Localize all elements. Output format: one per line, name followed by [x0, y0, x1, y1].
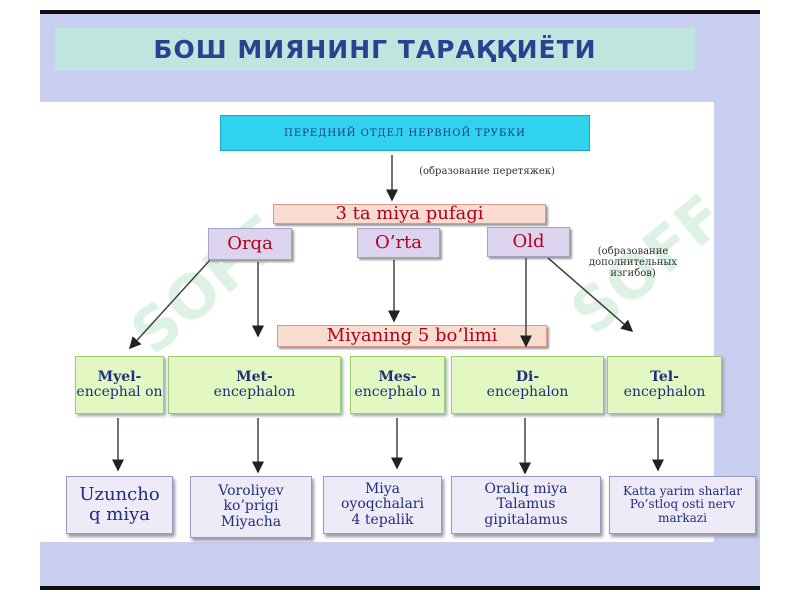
derivative-line: q miya — [89, 504, 150, 525]
part-prefix: Met- — [236, 368, 273, 385]
part-prefix: Di- — [515, 368, 540, 385]
derivative-line: Katta yarim sharlar — [623, 484, 742, 499]
derivative-line: Talamus — [496, 496, 556, 513]
part-prefix: Myel- — [97, 368, 142, 385]
note-flexures: (образование дополнительных изгибов) — [588, 246, 678, 279]
title-band: БОШ МИЯНИНГ ТАРАҚҚИЁТИ — [55, 28, 695, 70]
part-rest: encephal on — [76, 384, 163, 400]
part-mesencephalon: Mes- encephalo n — [350, 356, 445, 414]
derivative-line: Po’stloq osti nerv — [629, 497, 736, 512]
derivative-line: Uzuncho — [79, 484, 160, 506]
part-rest: encephalon — [486, 384, 569, 400]
part-rest: encephalon — [623, 384, 706, 400]
vesicle-orqa: Orqa — [208, 228, 292, 260]
part-diencephalon: Di- encephalon — [451, 356, 604, 414]
derivative-line: gipitalamus — [484, 511, 568, 528]
derivative-line: oyoqchalari — [341, 496, 424, 513]
slide-title: БОШ МИЯНИНГ ТАРАҚҚИЁТИ — [153, 34, 597, 64]
part-prefix: Mes- — [378, 368, 417, 385]
three-vesicles-label: 3 ta miya pufagi — [273, 204, 546, 224]
part-rest: encephalon — [213, 384, 296, 400]
note-constrictions: (образование перетяжек) — [419, 166, 555, 177]
part-metencephalon: Met- encephalon — [168, 356, 341, 414]
five-parts-label: Miyaning 5 bo’limi — [277, 325, 547, 347]
derivative-midbrain: Miya oyoqchalari 4 tepalik — [323, 476, 442, 534]
derivative-hemispheres: Katta yarim sharlar Po’stloq osti nerv m… — [609, 476, 756, 534]
vesicle-old: Old — [487, 227, 570, 257]
derivative-pons-cerebellum: Voroliyev ko’prigi Miyacha — [190, 476, 312, 538]
derivative-line: markazi — [658, 510, 707, 525]
vesicle-orta: O’rta — [357, 228, 440, 258]
derivative-line: Miya — [364, 480, 401, 497]
derivative-line: ko’prigi — [223, 498, 279, 515]
derivative-line: 4 tepalik — [351, 511, 414, 528]
derivative-diencephalon: Oraliq miya Talamus gipitalamus — [451, 476, 601, 534]
derivative-line: Voroliyev — [218, 482, 284, 499]
derivative-line: Miyacha — [220, 513, 282, 530]
part-rest: encephalo n — [354, 384, 441, 400]
part-prefix: Tel- — [650, 368, 679, 385]
derivative-medulla: Uzuncho q miya — [66, 476, 173, 534]
part-myelencephalon: Myel- encephal on — [75, 356, 164, 414]
derivative-line: Oraliq miya — [484, 480, 568, 497]
neural-tube-box: ПЕРЕДНИЙ ОТДЕЛ НЕРВНОЙ ТРУБКИ — [220, 115, 590, 151]
part-telencephalon: Tel- encephalon — [607, 356, 722, 414]
